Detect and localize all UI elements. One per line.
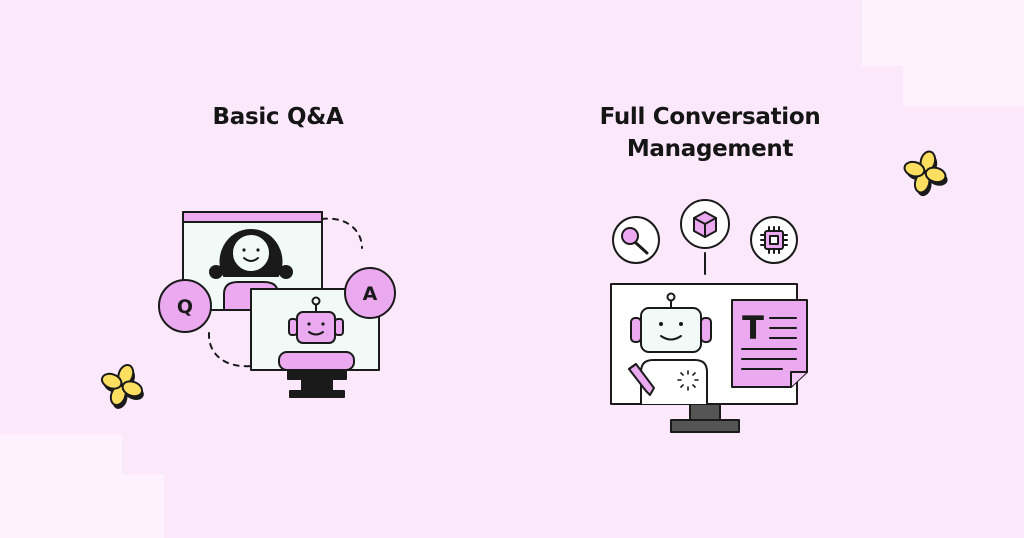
full-conversation-title: Full Conversation Management — [560, 101, 860, 165]
sparkle-icon — [898, 145, 953, 202]
title-line-1: Full Conversation — [599, 104, 821, 130]
search-icon — [612, 216, 660, 264]
title-line-2: Management — [626, 136, 794, 162]
question-letter: Q — [177, 296, 193, 318]
answer-letter: A — [363, 283, 378, 305]
sparkle-icon — [94, 357, 151, 416]
corner-tile-top-right-lower — [903, 66, 1024, 106]
document-letter: T — [742, 309, 764, 347]
dashed-connector-bottom — [207, 332, 252, 368]
full-conversation-illustration: T — [610, 199, 808, 433]
robot — [628, 292, 712, 405]
question-bubble: Q — [158, 279, 212, 333]
dashed-connector-top — [321, 217, 363, 249]
cube-icon — [680, 199, 730, 249]
basic-qa-title: Basic Q&A — [212, 104, 344, 130]
monitor-stand — [670, 403, 740, 433]
basic-qa-illustration: Q A — [158, 211, 396, 398]
document-icon: T — [731, 299, 808, 388]
corner-tile-top-right — [862, 0, 1024, 66]
answer-bubble: A — [344, 267, 396, 319]
corner-tile-bottom-left-wide — [0, 474, 164, 538]
chip-icon — [750, 216, 798, 264]
